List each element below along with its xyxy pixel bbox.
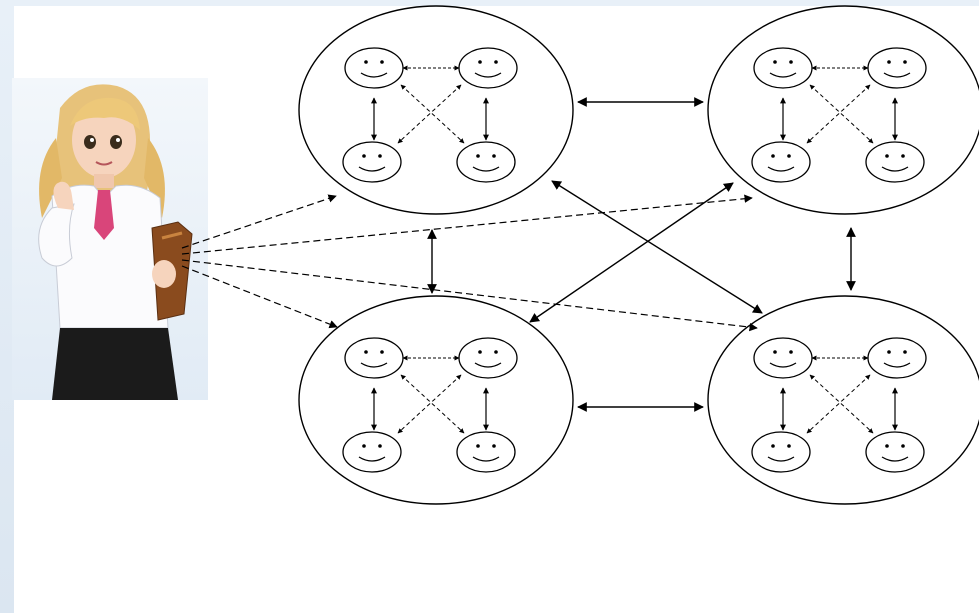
teacher-arrows bbox=[181, 194, 758, 332]
teacher-skirt bbox=[52, 328, 178, 400]
teacher-tie bbox=[94, 190, 114, 240]
teacher-pigtail-left bbox=[39, 138, 62, 218]
inter-group-arrows bbox=[427, 97, 856, 412]
group-top-right bbox=[708, 6, 979, 214]
teacher-illustration bbox=[12, 78, 208, 400]
group-bottom-left bbox=[299, 296, 573, 504]
group-bottom-right bbox=[708, 296, 979, 504]
teacher-to-top-left bbox=[181, 194, 337, 249]
arrow-top-left-bottom-right bbox=[551, 180, 763, 314]
teacher-to-bottom-right bbox=[181, 259, 758, 332]
teacher-to-bottom-left bbox=[181, 265, 338, 329]
teacher-figure bbox=[38, 84, 193, 400]
arrow-top-right-bottom-left bbox=[529, 182, 734, 323]
group-top-left bbox=[299, 6, 573, 214]
teacher-to-top-right bbox=[181, 194, 753, 255]
teacher-face bbox=[72, 102, 136, 178]
